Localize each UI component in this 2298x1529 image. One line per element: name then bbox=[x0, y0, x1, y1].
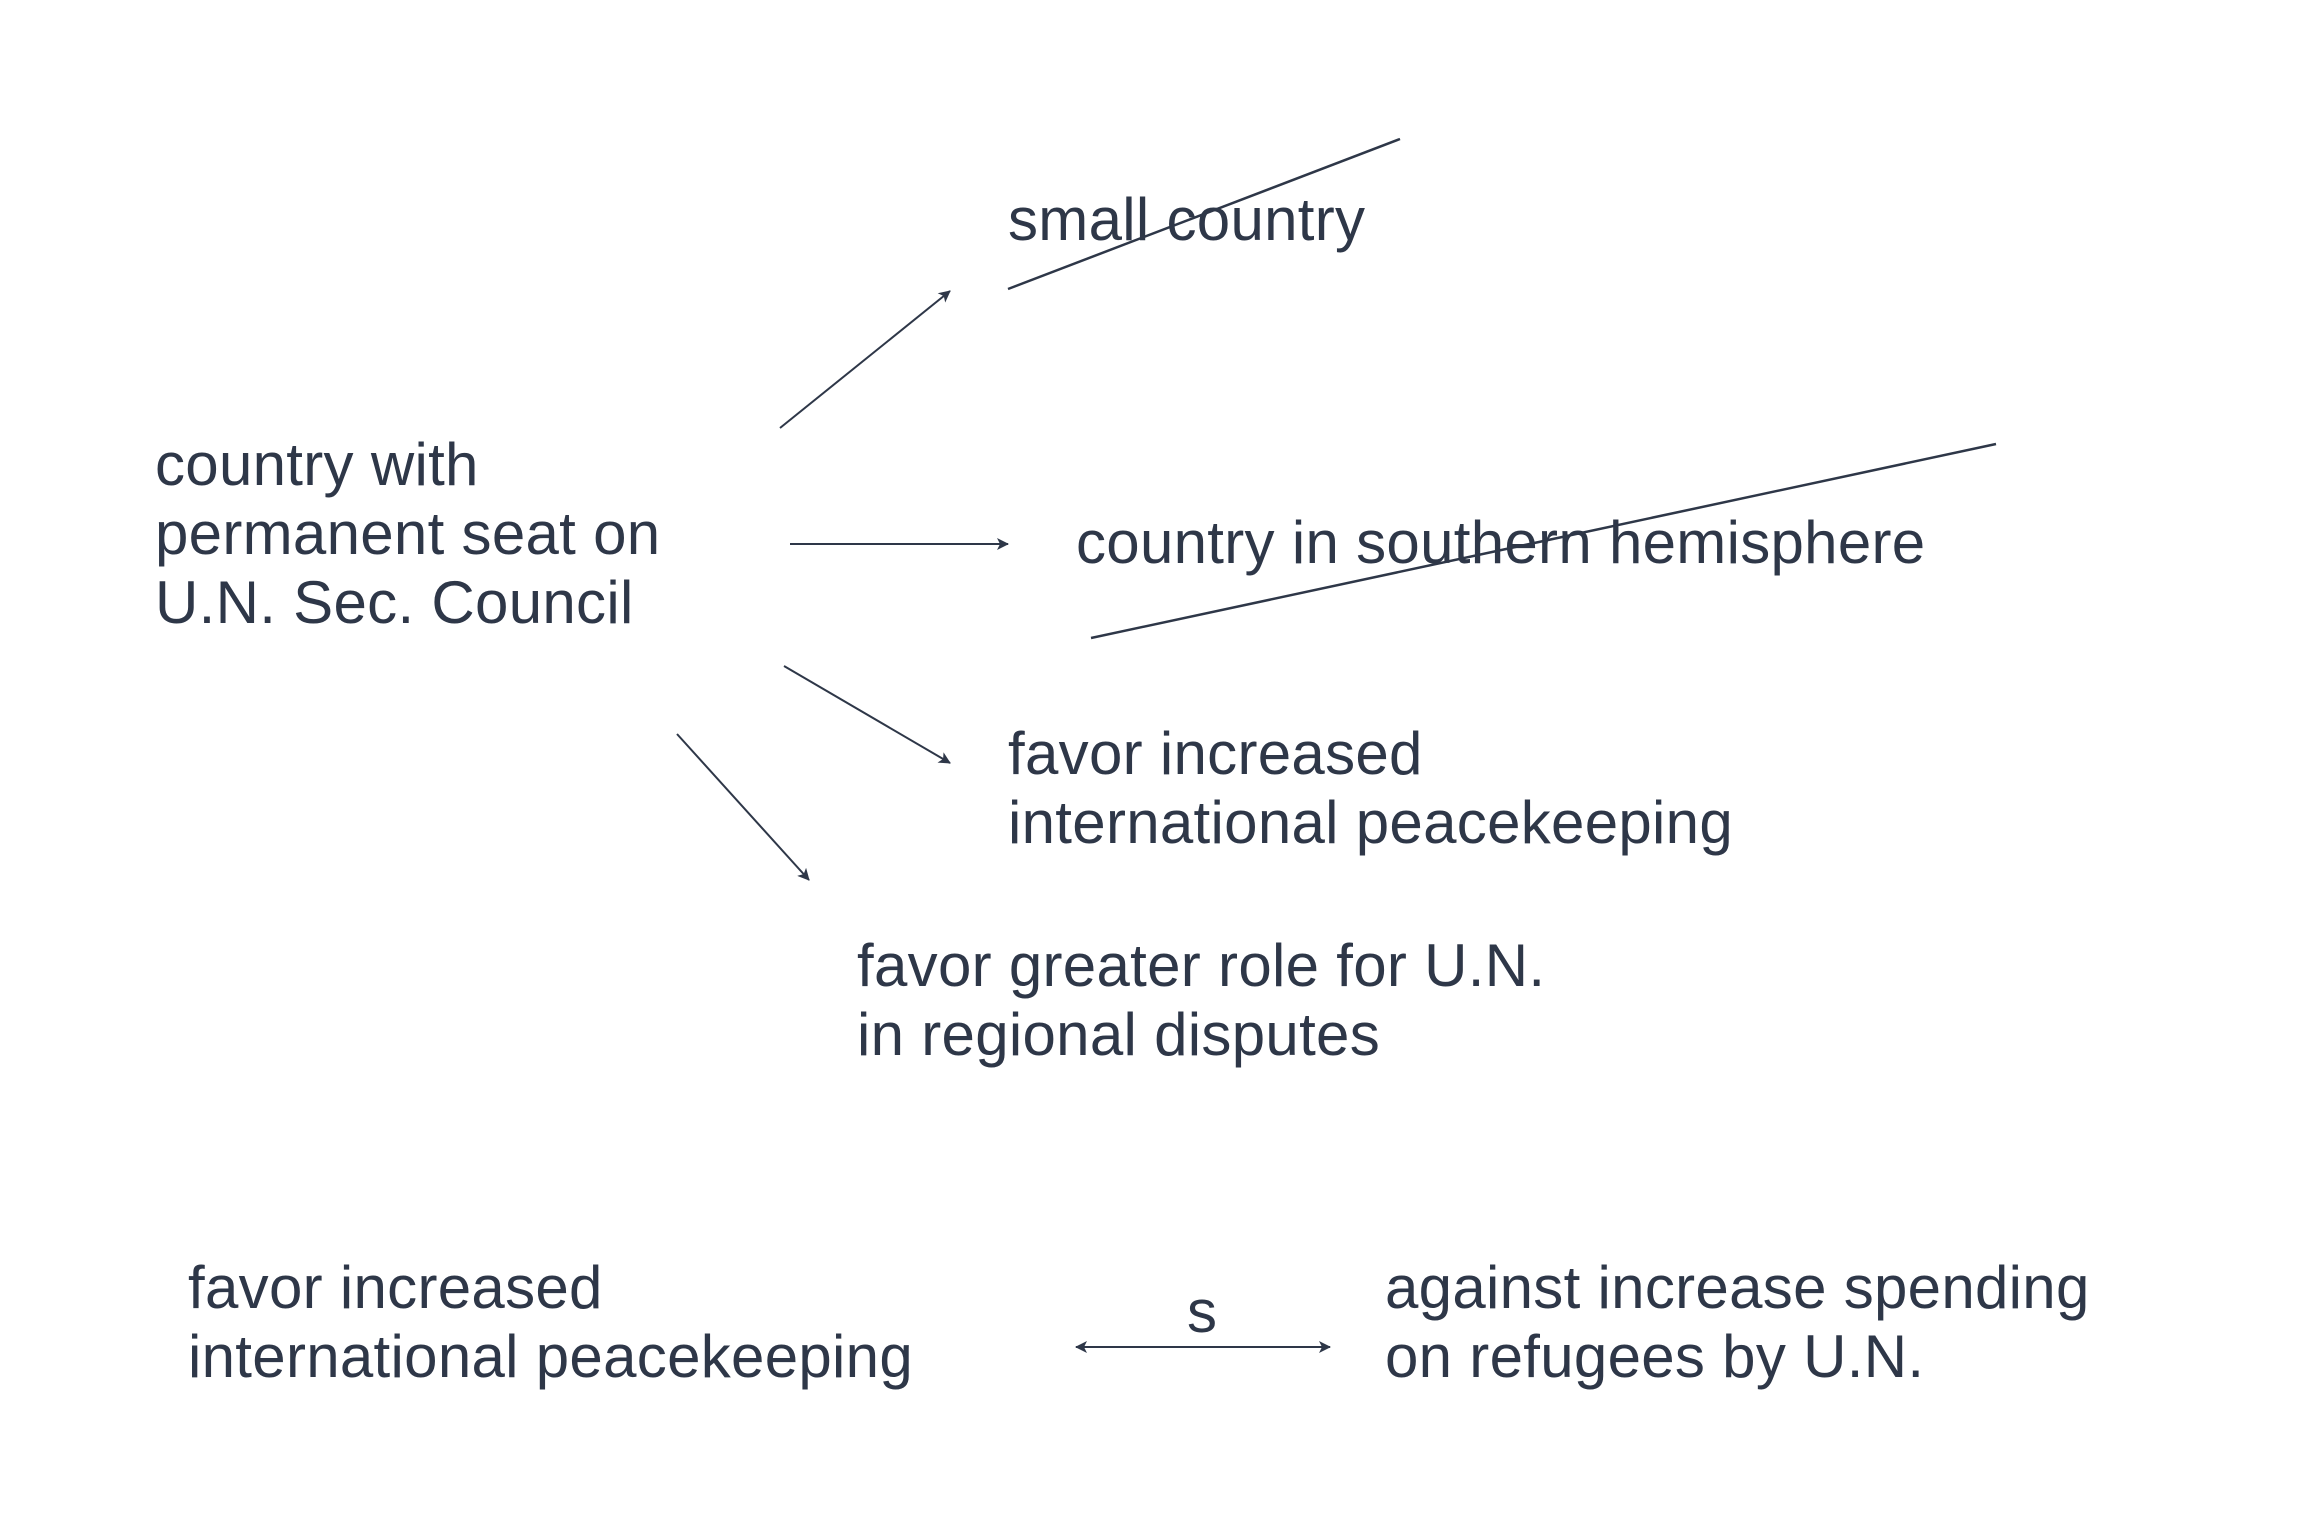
source-node-line: U.N. Sec. Council bbox=[155, 569, 634, 636]
target-line: international peacekeeping bbox=[1008, 789, 1734, 856]
target-line: small country bbox=[1008, 186, 1366, 253]
relation-type-text: s bbox=[1187, 1278, 1218, 1345]
target-line: favor greater role for U.N. bbox=[857, 932, 1546, 999]
target-southern-hemisphere: country in southern hemisphere bbox=[1076, 508, 1925, 577]
target-line: favor increased bbox=[1008, 720, 1423, 787]
target-peacekeeping: favor increased international peacekeepi… bbox=[1008, 719, 1733, 857]
relation-line: against increase spending bbox=[1385, 1254, 2090, 1321]
target-regional-disputes: favor greater role for U.N. in regional … bbox=[857, 931, 1545, 1069]
relation-type-label: s bbox=[1187, 1277, 1217, 1346]
strike-small-country bbox=[1007, 137, 1401, 291]
source-node-label: country with permanent seat on U.N. Sec.… bbox=[155, 430, 660, 637]
arrow-to-peacekeeping bbox=[783, 665, 951, 764]
strike-southern-hemisphere bbox=[1090, 442, 1997, 640]
source-node-line: country with bbox=[155, 431, 479, 498]
relation-line: on refugees by U.N. bbox=[1385, 1323, 1925, 1390]
arrow-to-small-country bbox=[779, 290, 951, 429]
relation-left-label: favor increased international peacekeepi… bbox=[188, 1253, 913, 1391]
relation-right-label: against increase spending on refugees by… bbox=[1385, 1253, 2090, 1391]
target-line: country in southern hemisphere bbox=[1076, 509, 1926, 576]
arrow-to-regional-disputes bbox=[676, 733, 810, 881]
target-line: in regional disputes bbox=[857, 1001, 1381, 1068]
source-node-line: permanent seat on bbox=[155, 500, 661, 567]
relation-line: favor increased bbox=[188, 1254, 603, 1321]
target-small-country: small country bbox=[1008, 185, 1365, 254]
relation-line: international peacekeeping bbox=[188, 1323, 914, 1390]
